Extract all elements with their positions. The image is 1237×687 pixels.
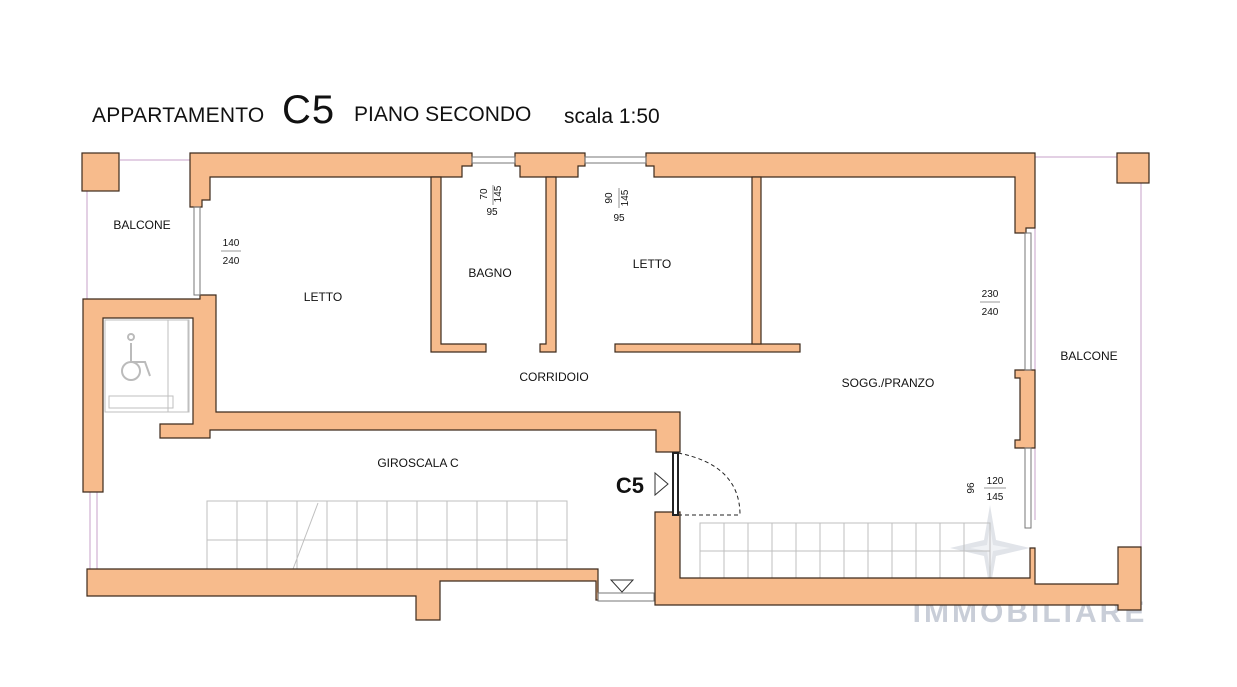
dim-w3-b: 145: [620, 189, 631, 206]
window-bagno: [471, 156, 516, 164]
title-apartment-word: APPARTAMENTO: [92, 104, 265, 127]
wall-bagno-left: [430, 176, 487, 353]
dim-w4-bottom: 240: [982, 307, 999, 318]
wall-top-3: [645, 152, 1036, 234]
window-letto1: [193, 206, 201, 296]
wall-letto2-bottom: [614, 343, 801, 353]
window-dimensions: 140 240 70 145 95 90 145 95 230 240 120 …: [221, 185, 1006, 503]
staircase: [206, 500, 991, 580]
windows: [193, 156, 1032, 602]
dim-w5-side: 96: [966, 482, 977, 494]
lift-cabin: [104, 319, 190, 413]
title-floor: PIANO SECONDO: [354, 103, 532, 126]
dim-w1-bottom: 240: [223, 256, 240, 267]
dim-w2-b: 145: [493, 185, 504, 202]
room-labels: BALCONE LETTO BAGNO LETTO CORRIDOIO SOGG…: [113, 218, 1117, 470]
dim-w3-a: 90: [604, 192, 615, 204]
room-bagno: BAGNO: [468, 266, 511, 280]
entrance-label: C5: [616, 473, 644, 498]
wall-bagno-right: [539, 176, 557, 353]
room-letto-2: LETTO: [633, 257, 671, 271]
walls: [81, 152, 1150, 621]
window-stair: [597, 592, 655, 602]
dim-w2-a: 70: [479, 188, 490, 200]
room-balcone-right: BALCONE: [1060, 349, 1117, 363]
dim-w3-c: 95: [613, 213, 625, 224]
room-soggiorno-pranzo: SOGG./PRANZO: [842, 376, 935, 390]
wall-top-2: [514, 152, 586, 178]
wall-bottom-right: [654, 511, 1142, 611]
room-corridoio: CORRIDOIO: [519, 370, 588, 384]
dim-w5-a: 120: [987, 476, 1004, 487]
wall-bottom-left: [86, 568, 599, 621]
window-soggiorno: [1024, 232, 1032, 371]
wheelchair-icon: [121, 333, 151, 381]
pillar-right: [1116, 152, 1150, 184]
title-scale: scala 1:50: [564, 105, 660, 128]
dim-w1-top: 140: [223, 238, 240, 249]
wall-lift-core: [82, 294, 681, 493]
dim-w4-top: 230: [982, 289, 999, 300]
room-letto-1: LETTO: [304, 290, 342, 304]
wall-right-mid: [1014, 369, 1036, 449]
room-giroscala: GIROSCALA C: [377, 456, 459, 470]
pillar-left: [81, 152, 120, 192]
wall-top-1: [189, 152, 473, 208]
balcony-outlines: [86, 156, 1142, 570]
entrance-arrow-icon: [654, 471, 669, 497]
entrance-door[interactable]: [672, 452, 741, 516]
window-soggiorno-2: [1024, 447, 1032, 529]
window-letto2: [584, 156, 647, 164]
dim-w5-b: 145: [987, 492, 1004, 503]
plan-title: APPARTAMENTO C5 PIANO SECONDO scala 1:50: [92, 84, 792, 134]
title-apartment-code: C5: [282, 88, 336, 132]
stair-arrow-icon: [609, 579, 635, 593]
room-balcone-left: BALCONE: [113, 218, 170, 232]
dim-w2-c: 95: [486, 207, 498, 218]
wall-letto2-right: [751, 176, 762, 345]
